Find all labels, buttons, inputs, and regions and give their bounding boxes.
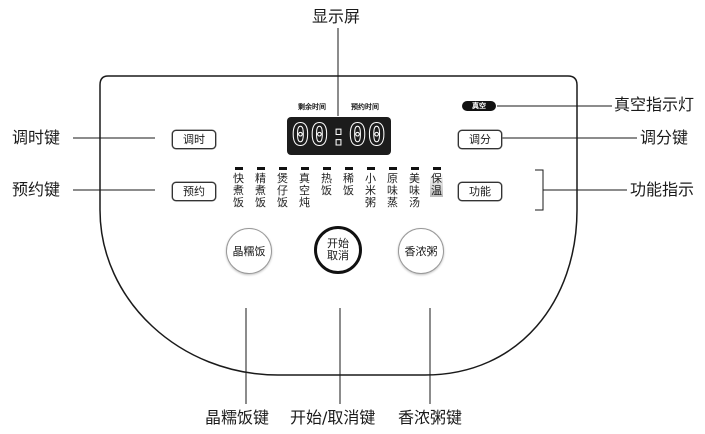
start-label: 开始 (327, 237, 349, 250)
function-indicator-3: 真空炖 (298, 167, 311, 209)
indicator-bar (256, 167, 265, 170)
function-indicator-7: 原味蒸 (386, 167, 399, 209)
function-bracket (535, 169, 544, 211)
display-digits: 00:00 (291, 118, 387, 153)
porridge-button[interactable]: 香浓粥 (398, 228, 444, 274)
indicator-bar (278, 167, 287, 170)
function-label: 美味汤 (409, 172, 420, 209)
indicator-bar (366, 167, 375, 170)
vacuum-indicator-badge: 真空 (462, 101, 496, 111)
function-indicator-5: 稀饭 (342, 167, 355, 197)
function-label: 热饭 (321, 172, 332, 197)
display-screen-callout: 显示屏 (312, 7, 361, 26)
indicator-bar (344, 167, 353, 170)
function-indicator-1: 精煮饭 (254, 167, 267, 209)
cancel-label: 取消 (327, 249, 349, 262)
hour-button[interactable]: 调时 (172, 130, 216, 149)
function-indicator-6: 小米粥 (364, 167, 377, 209)
digital-display: 00:00 (287, 117, 391, 155)
preset-key-callout: 预约键 (12, 180, 61, 199)
indicator-bar (432, 167, 441, 170)
indicator-bar (234, 167, 243, 170)
function-label: 煲仔饭 (277, 172, 288, 209)
function-indicator-callout: 功能指示 (630, 180, 695, 199)
start-cancel-label: 开始 取消 (327, 238, 349, 262)
function-indicator-8: 美味汤 (408, 167, 421, 209)
function-label: 快煮饭 (233, 172, 244, 209)
function-button[interactable]: 功能 (458, 182, 502, 201)
start-cancel-button[interactable]: 开始 取消 (314, 226, 362, 274)
porridge-key-callout: 香浓粥键 (398, 408, 463, 427)
indicator-bar (322, 167, 331, 170)
function-indicator-4: 热饭 (320, 167, 333, 197)
indicator-bar (300, 167, 309, 170)
vacuum-light-callout: 真空指示灯 (614, 95, 695, 114)
function-indicator-2: 煲仔饭 (276, 167, 289, 209)
hour-key-callout: 调时键 (12, 128, 61, 147)
minute-key-callout: 调分键 (640, 128, 689, 147)
function-label: 精煮饭 (255, 172, 266, 209)
indicator-bar (410, 167, 419, 170)
remaining-time-label: 剩余时间 (298, 103, 326, 111)
preset-button[interactable]: 预约 (172, 182, 216, 201)
function-label: 小米粥 (365, 172, 376, 209)
panel-outline (99, 75, 578, 376)
indicator-bar (388, 167, 397, 170)
function-indicator-0: 快煮饭 (232, 167, 245, 209)
preset-time-label: 预约时间 (351, 103, 379, 111)
minute-button[interactable]: 调分 (458, 130, 502, 149)
function-label: 保温 (430, 172, 443, 197)
start-cancel-key-callout: 开始/取消键 (290, 408, 376, 427)
porridge-label: 香浓粥 (404, 245, 438, 258)
function-label: 原味蒸 (387, 172, 398, 209)
crystal-rice-button[interactable]: 晶糯饭 (226, 228, 272, 274)
function-indicator-9: 保温 (430, 167, 443, 197)
function-label: 真空炖 (299, 172, 310, 209)
crystal-key-callout: 晶糯饭键 (205, 408, 270, 427)
function-label: 稀饭 (343, 172, 354, 197)
crystal-rice-label: 晶糯饭 (232, 245, 266, 258)
